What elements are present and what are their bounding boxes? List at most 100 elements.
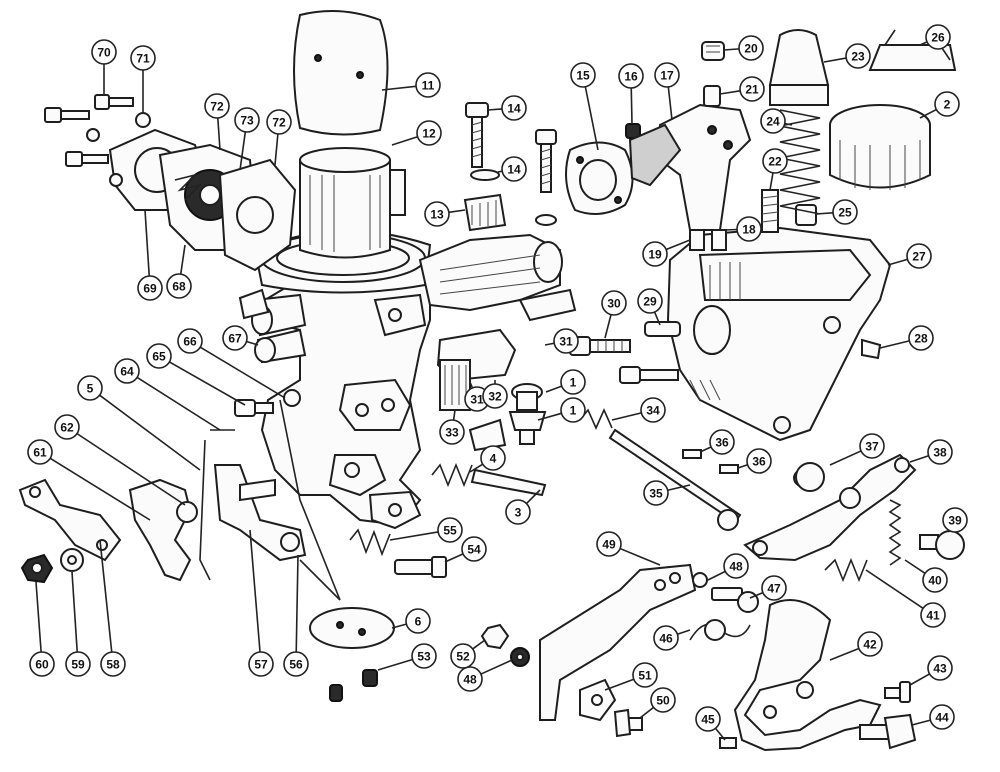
callout-number: 30	[607, 297, 621, 311]
callout-number: 44	[935, 711, 949, 725]
callout-circle	[929, 704, 955, 730]
callout-circle	[114, 358, 140, 384]
callout-number: 43	[933, 662, 947, 676]
callout-59: 59	[65, 571, 91, 677]
callout-15: 15	[570, 62, 599, 151]
callout-number: 14	[507, 163, 521, 177]
callout-number: 15	[576, 69, 590, 83]
leader-line	[199, 346, 286, 399]
callout-number: 65	[152, 350, 166, 364]
callout-number: 5	[87, 382, 94, 396]
callout-circle	[501, 95, 527, 121]
leader-line	[35, 581, 42, 653]
callout-6: 6	[391, 608, 431, 634]
callout-62: 62	[54, 414, 186, 506]
leader-line	[444, 553, 464, 563]
callout-57: 57	[248, 529, 274, 677]
callout-number: 21	[745, 83, 759, 97]
callout-number: 31	[559, 335, 573, 349]
leader-line	[545, 385, 563, 393]
leader-line	[653, 311, 661, 326]
jet-1-and-spring-34	[508, 383, 742, 531]
callout-number: 20	[744, 42, 758, 56]
leader-line	[391, 623, 407, 629]
callout-circle	[204, 93, 230, 119]
callout-circle	[480, 445, 506, 471]
nut-60-washer-59	[20, 548, 84, 584]
callout-33: 33	[439, 409, 465, 445]
callout-70: 70	[91, 39, 117, 95]
callout-circle	[695, 706, 721, 732]
callout-34: 34	[611, 397, 666, 423]
leader-line	[749, 591, 764, 599]
callout-circle	[137, 275, 163, 301]
callout-number: 55	[443, 524, 457, 538]
leader-line	[879, 340, 910, 349]
callout-number: 26	[931, 31, 945, 45]
callout-16: 16	[618, 63, 644, 125]
callout-47: 47	[749, 575, 787, 601]
callout-number: 28	[914, 332, 928, 346]
callout-circle	[100, 651, 126, 677]
callout-circle	[416, 120, 442, 146]
leader-line	[584, 86, 599, 151]
leader-line	[179, 244, 186, 275]
leader-line	[707, 570, 726, 581]
callout-circle	[653, 625, 679, 651]
leader-line	[719, 90, 741, 95]
callout-43: 43	[909, 655, 953, 686]
leader-line	[919, 108, 937, 119]
callout-17: 17	[654, 62, 680, 121]
leader-line	[525, 489, 541, 505]
callout-circle	[29, 651, 55, 677]
leader-line	[136, 376, 221, 431]
carburetor-body	[238, 147, 577, 530]
callout-number: 27	[912, 250, 926, 264]
callout-circle	[927, 439, 953, 465]
callout-circle	[746, 448, 772, 474]
callout-circle	[570, 62, 596, 88]
callout-number: 29	[643, 295, 657, 309]
callout-number: 47	[767, 582, 781, 596]
callout-46: 46	[653, 625, 691, 651]
callout-circle	[922, 567, 948, 593]
leader-line	[611, 412, 642, 421]
callout-number: 66	[183, 335, 197, 349]
callout-circle	[177, 328, 203, 354]
callout-circle	[424, 201, 450, 227]
callout-69: 69	[137, 209, 163, 301]
callout-number: 24	[766, 115, 780, 129]
callout-number: 12	[422, 127, 436, 141]
callout-circle	[859, 433, 885, 459]
callout-39: 39	[942, 507, 968, 533]
air-horn-plate	[293, 10, 389, 136]
callout-number: 72	[272, 116, 286, 130]
callout-circle	[65, 651, 91, 677]
callout-circle	[411, 643, 437, 669]
callout-circle	[642, 241, 668, 267]
callout-number: 62	[60, 421, 74, 435]
callout-circle	[27, 439, 53, 465]
callout-55: 55	[389, 517, 463, 543]
leader-line	[911, 719, 931, 726]
callout-50: 50	[639, 687, 676, 719]
leader-line	[677, 629, 691, 635]
leader-line	[389, 531, 439, 541]
callout-number: 57	[254, 658, 268, 672]
callout-circle	[457, 666, 483, 692]
throttle-linkage	[18, 389, 341, 601]
leader-line	[823, 57, 847, 63]
callout-number: 49	[602, 538, 616, 552]
callout-circle	[637, 288, 663, 314]
callout-number: 54	[467, 543, 481, 557]
callout-number: 61	[33, 446, 47, 460]
leader-line	[391, 135, 418, 146]
callout-31: 31	[544, 328, 579, 354]
callout-circle	[925, 24, 951, 50]
cover-2	[829, 104, 931, 190]
callout-25: 25	[815, 199, 858, 225]
callout-circle	[450, 643, 476, 669]
callout-number: 48	[729, 560, 743, 574]
callout-number: 1	[570, 376, 577, 390]
callout-number: 38	[933, 446, 947, 460]
